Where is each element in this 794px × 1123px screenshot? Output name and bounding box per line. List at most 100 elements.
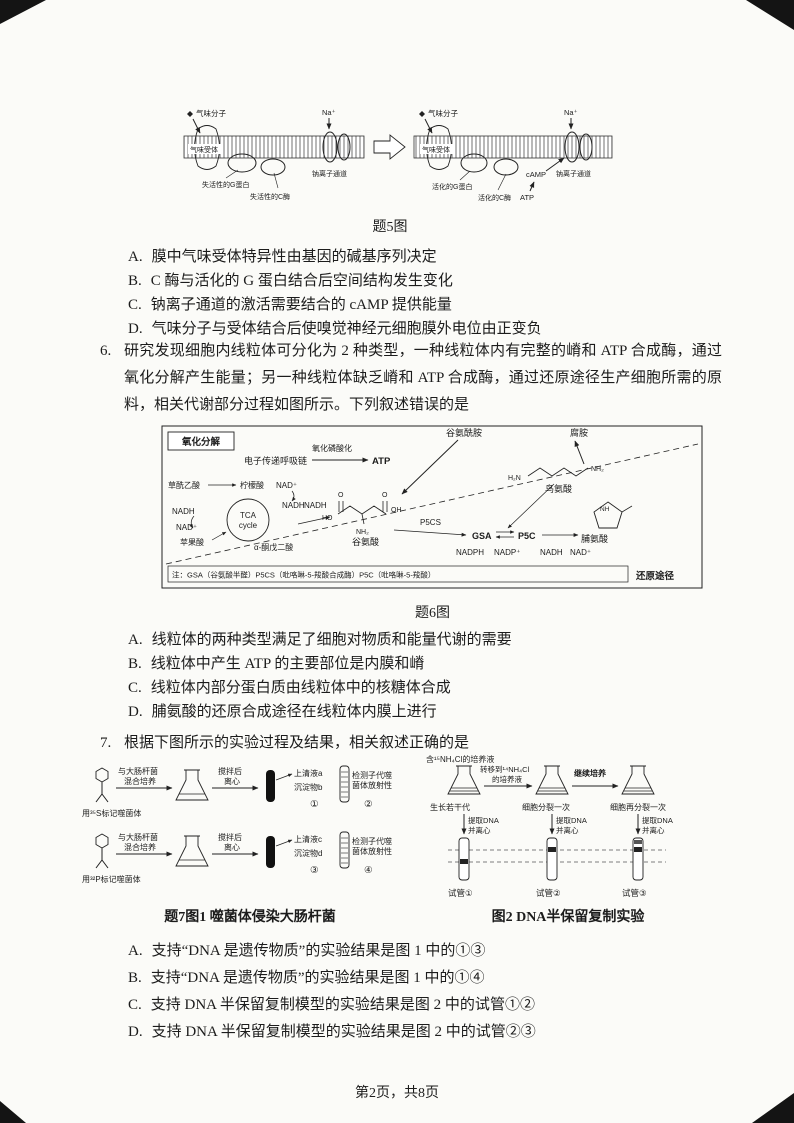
glutamine-label: 谷氨酰胺 <box>446 427 482 438</box>
q5-option-B: B. C 酶与活化的 G 蛋白结合后空间结构发生变化 <box>128 269 542 293</box>
na-channel-label: 钠离子通道 <box>312 169 347 178</box>
s35-phage-label: 用³⁵S标记噬菌体 <box>82 808 141 818</box>
option-text: 线粒体的两种类型满足了细胞对物质和能量代谢的需要 <box>151 632 512 648</box>
odor-receptor-label: 气味受体 <box>422 145 450 154</box>
phage-icon <box>95 767 109 803</box>
ornithine-label: 鸟氨酸 <box>545 483 572 494</box>
q5-option-A: A. 膜中气味受体特异性由基因的碱基序列决定 <box>128 245 542 269</box>
odor-receptor-shape <box>426 125 452 170</box>
tca-label: TCA <box>240 511 257 520</box>
continue-culture-label: 继续培养 <box>574 768 606 778</box>
option-text: 支持 DNA 半保留复制模型的实验结果是图 2 中的试管①② <box>150 997 535 1013</box>
reduction-row: P5CS GSA P5C NADPH NADP⁺ NADH NAD⁺ 脯氨酸 <box>393 518 608 557</box>
extract-dna-label: 并离心 <box>556 825 579 835</box>
q6-question: 6. 研究发现细胞内线粒体可分化为 2 种类型，一种线粒体内有完整的嵴和 ATP… <box>100 338 722 419</box>
option-letter: B. <box>128 273 142 289</box>
detect-radioactivity-label: 菌体放射性 <box>352 846 392 856</box>
tube-1-label: 试管① <box>448 888 473 898</box>
centrifuge-label: 离心 <box>224 776 240 786</box>
figure-note: 注：GSA（谷氨酸半醛）P5CS（吡咯啉-5-羧酸合成酶）P5C（吡咯啉-5-羧… <box>172 570 435 580</box>
extract-dna-label: 提取DNA <box>642 815 673 825</box>
row-32p: 用³²P标记噬菌体 与大肠杆菌 混合培养 搅拌后 离心 上清液c 沉淀物d ③ <box>82 831 392 884</box>
option-letter: A. <box>128 249 143 265</box>
oxidative-phosphorylation-label: 氧化磷酸化 <box>312 443 352 453</box>
extract-dna-label: 并离心 <box>642 825 665 835</box>
q6-option-A: A.线粒体的两种类型满足了细胞对物质和能量代谢的需要 <box>128 628 512 652</box>
q7-question: 7. 根据下图所示的实验过程及结果，相关叙述正确的是 <box>100 730 722 757</box>
q7-options: A.支持“DNA 是遗传物质”的实验结果是图 1 中的①③ B.支持“DNA 是… <box>128 938 536 1046</box>
extract-dna-label: 提取DNA <box>556 815 587 825</box>
test-tube-1 <box>458 837 470 881</box>
dna-band <box>634 840 642 844</box>
test-tube-3 <box>632 837 644 881</box>
scan-artifact-top-left <box>0 0 46 24</box>
atp-label: ATP <box>520 193 534 202</box>
option-text: 气味分子与受体结合后使嗅觉神经元细胞膜外电位由正变负 <box>151 321 542 337</box>
pathway-divider-line <box>165 443 699 565</box>
extract-dna-label: 提取DNA <box>468 815 499 825</box>
option-text: 膜中气味受体特异性由基因的碱基序列决定 <box>151 249 437 265</box>
nadph-label: NADPH <box>456 548 484 557</box>
test-tube-2 <box>546 837 558 881</box>
result-circle-1: ① <box>310 799 319 810</box>
inactive-g-protein-label: 失活性的G蛋白 <box>202 180 249 189</box>
figure-q7-1-caption: 题7图1 噬菌体侵染大肠杆菌 <box>164 910 336 925</box>
figure-border <box>161 425 703 589</box>
q6-option-C: C.线粒体内部分蛋白质由线粒体中的核糖体合成 <box>128 676 512 700</box>
divide-again-label: 细胞再分裂一次 <box>610 802 666 812</box>
left-membrane-panel: 气味分子 气味受体 Na⁺ 钠离子通道 失活性的G蛋白 失活性的C酶 <box>183 108 365 201</box>
nh2-label: NH₂ <box>591 466 604 473</box>
gsa-label: GSA <box>472 531 492 541</box>
tca-cycle-group: TCA cycle 草酰乙酸 柠檬酸 NAD⁺ NADH NADH NAD⁺ 苹… <box>168 480 331 552</box>
nad-label: NAD⁺ <box>276 481 297 490</box>
supernatant-label: 上清液a <box>294 768 323 778</box>
option-letter: B. <box>128 656 142 672</box>
option-letter: C. <box>128 997 142 1013</box>
option-letter: D. <box>128 1024 143 1040</box>
question-number: 7. <box>100 735 112 751</box>
nadh-label: NADH <box>304 501 327 510</box>
inactive-c-enzyme-shape <box>260 158 286 176</box>
na-ion-label: Na⁺ <box>564 108 578 117</box>
p5c-label: P5C <box>518 531 536 541</box>
malate-label: 苹果酸 <box>180 537 204 547</box>
option-letter: C. <box>128 297 142 313</box>
oxidative-decomposition-label: 氧化分解 <box>181 436 221 448</box>
tube-3-label: 试管③ <box>622 888 647 898</box>
right-membrane-panel: 气味分子 气味受体 Na⁺ 钠离子通道 活化的G蛋白 活化的C酶 cAMP AT… <box>413 108 613 202</box>
detection-tube-icon <box>339 831 350 869</box>
na-channel-label: 钠离子通道 <box>556 169 591 178</box>
odor-molecule-label: 气味分子 <box>196 108 226 118</box>
flask-icon <box>175 769 209 801</box>
scan-artifact-top-right <box>746 0 794 30</box>
centrifuge-label: 离心 <box>224 842 240 852</box>
nadh-label: NADH <box>172 507 195 516</box>
glutamate-structure: HO O O OH NH₂ 谷氨酸 <box>322 492 402 547</box>
active-g-protein-label: 活化的G蛋白 <box>432 182 472 191</box>
n15-medium-label: 含¹⁵NH₄Cl的培养液 <box>426 754 494 764</box>
extract-dna-label: 并离心 <box>468 825 491 835</box>
option-text: 钠离子通道的激活需要结合的 cAMP 提供能量 <box>150 297 452 313</box>
option-text: C 酶与活化的 G 蛋白结合后空间结构发生变化 <box>150 273 453 289</box>
atp-label: ATP <box>372 456 391 467</box>
option-text: 线粒体中产生 ATP 的主要部位是内膜和嵴 <box>150 656 425 672</box>
na-channel-shape <box>322 131 338 163</box>
nadh-label: NADH <box>540 548 563 557</box>
page-number-footer: 第2页，共8页 <box>355 1086 439 1101</box>
detect-radioactivity-label: 检测子代噬 <box>352 836 392 846</box>
nadp-label: NADP⁺ <box>494 548 520 557</box>
figure-q6-metabolism-diagram: 氧化分解 电子传递呼吸链 氧化磷酸化 ATP 谷氨酰胺 腐胺 TCA cycle… <box>161 425 703 589</box>
q6-options: A.线粒体的两种类型满足了细胞对物质和能量代谢的需要 B. 线粒体中产生 ATP … <box>128 628 512 724</box>
odor-receptor-label: 气味受体 <box>190 145 218 154</box>
active-c-enzyme-shape <box>493 158 519 176</box>
inactive-g-protein-shape <box>227 153 257 173</box>
question-stem: 研究发现细胞内线粒体可分化为 2 种类型，一种线粒体内有完整的嵴和 ATP 合成… <box>124 343 722 413</box>
figure-q7-phage-experiment: 用³⁵S标记噬菌体 与大肠杆菌 混合培养 搅拌后 离心 上清液a 沉淀物b ① <box>82 765 392 884</box>
result-circle-4: ④ <box>364 865 373 876</box>
nad-label: NAD⁺ <box>176 523 197 532</box>
glutamate-label: 谷氨酸 <box>352 536 379 547</box>
option-letter: C. <box>128 680 142 696</box>
p32-phage-label: 用³²P标记噬菌体 <box>82 874 141 884</box>
h2n-label: H₂N <box>508 475 521 482</box>
